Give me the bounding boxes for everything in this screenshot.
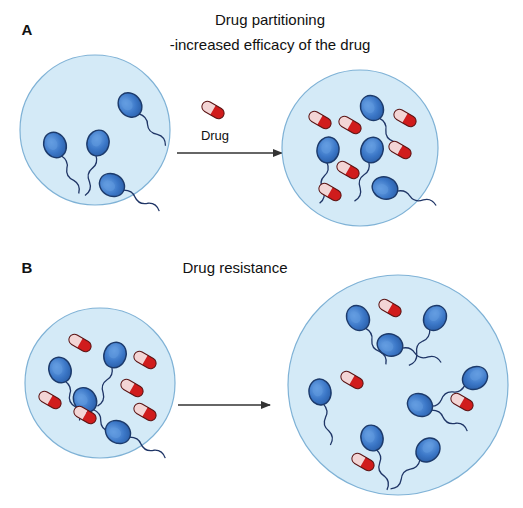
panel-letter: A <box>22 22 33 39</box>
cell-circle <box>25 308 175 458</box>
bacterium <box>113 88 173 153</box>
drug-capsule <box>67 332 93 354</box>
bacterium <box>374 330 444 374</box>
drug-capsule <box>119 377 145 399</box>
panel-letter: B <box>22 260 33 277</box>
cell-circle <box>20 55 170 205</box>
drug-capsule <box>37 389 63 411</box>
drug-capsule <box>377 297 403 319</box>
panel-title: Drug resistance <box>182 260 287 277</box>
drug-capsule <box>350 451 376 473</box>
bacterium <box>307 377 340 447</box>
drug-capsule <box>132 349 158 371</box>
drug-capsule <box>72 404 98 426</box>
bacterium <box>398 301 451 370</box>
drug-capsule <box>392 107 418 129</box>
arrow <box>178 404 270 406</box>
drug-capsule <box>335 159 361 181</box>
panel-subtitle: -increased efficacy of the drug <box>170 37 371 54</box>
cell-circle <box>282 70 438 226</box>
drug-capsule <box>307 109 333 131</box>
drug-label: Drug <box>201 129 229 143</box>
bacterium <box>95 169 164 222</box>
cell-circle <box>288 275 508 495</box>
drug-capsule <box>387 139 413 161</box>
bacterium <box>369 173 439 217</box>
arrow <box>177 152 282 154</box>
drug-capsule <box>449 391 475 413</box>
drug-capsule <box>339 369 365 391</box>
bacterium <box>101 416 170 469</box>
drug-capsule <box>200 99 226 121</box>
drug-capsule <box>337 114 363 136</box>
bacterium <box>382 433 445 496</box>
drug-capsule <box>317 181 343 203</box>
bacterium <box>40 129 88 199</box>
drug-capsule <box>132 401 158 423</box>
panel-title: Drug partitioning <box>215 12 325 29</box>
